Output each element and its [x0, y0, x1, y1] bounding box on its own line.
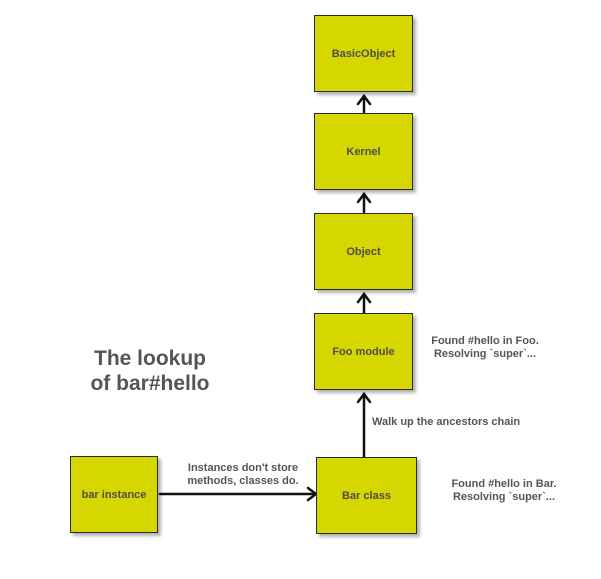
arrow-instance-to-bar	[158, 486, 319, 502]
note-found-in-foo-line2: Resolving `super`...	[433, 348, 537, 360]
note-found-in-bar-line1: Found #hello in Bar.	[451, 478, 557, 490]
diagram-title-line1: The lookup	[94, 347, 206, 370]
note-walk-up: Walk up the ancestors chain	[372, 416, 552, 429]
note-instances-line1: Instances don't store	[187, 462, 299, 474]
node-bar-instance-label: bar instance	[81, 488, 147, 501]
diagram-title: The lookup of bar#hello	[70, 346, 230, 396]
note-found-in-foo: Found #hello in Foo. Resolving `super`..…	[420, 335, 550, 361]
note-found-in-bar-line2: Resolving `super`...	[452, 491, 556, 503]
note-found-in-bar: Found #hello in Bar. Resolving `super`..…	[440, 478, 568, 504]
node-bar-instance: bar instance	[70, 456, 158, 533]
node-kernel: Kernel	[314, 113, 413, 190]
node-basicobject-label: BasicObject	[331, 47, 396, 60]
note-walk-up-text: Walk up the ancestors chain	[372, 416, 521, 428]
node-kernel-label: Kernel	[346, 145, 381, 158]
note-found-in-foo-line1: Found #hello in Foo.	[431, 335, 539, 347]
node-bar-class: Bar class	[316, 457, 417, 534]
node-foo-module: Foo module	[314, 313, 413, 390]
node-object: Object	[314, 213, 413, 290]
note-instances-line2: methods, classes do.	[187, 475, 299, 487]
arrow-foo-to-object	[356, 291, 372, 315]
node-object-label: Object	[346, 245, 381, 258]
arrow-object-to-kernel	[356, 191, 372, 214]
note-instances: Instances don't store methods, classes d…	[176, 462, 310, 488]
diagram-title-line2: of bar#hello	[90, 372, 210, 395]
node-foo-module-label: Foo module	[332, 345, 395, 358]
arrow-bar-to-foo	[356, 391, 372, 459]
node-bar-class-label: Bar class	[342, 489, 391, 502]
node-basicobject: BasicObject	[314, 15, 413, 92]
arrow-kernel-to-basicobject	[356, 93, 372, 114]
